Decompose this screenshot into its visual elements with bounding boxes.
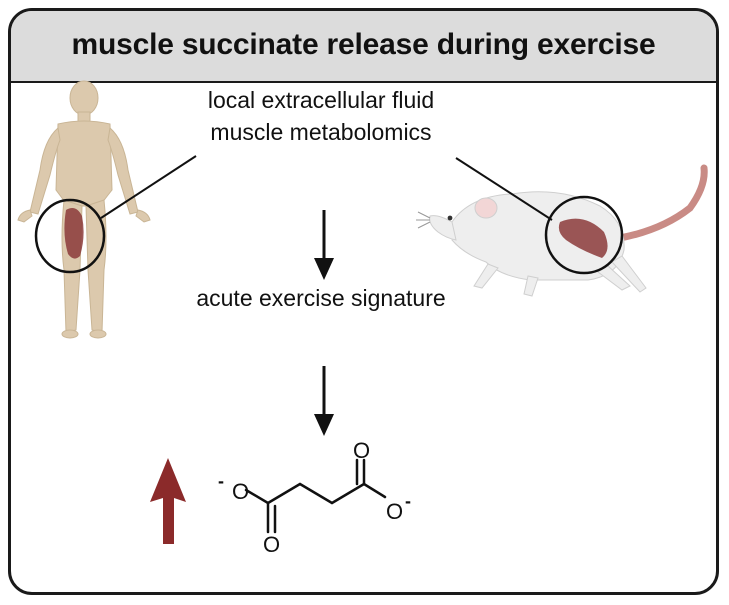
rat-icon bbox=[416, 157, 708, 297]
down-arrow-icon bbox=[314, 210, 334, 280]
charge-label: - bbox=[405, 491, 411, 511]
human-muscle-icon bbox=[64, 208, 84, 259]
step-metabolomics-text: local extracellular fluid muscle metabol… bbox=[207, 87, 435, 145]
succinate-molecule bbox=[244, 458, 387, 534]
figure-panel: muscle succinate release during exercise bbox=[8, 8, 719, 595]
oxygen-label: O bbox=[386, 499, 403, 524]
panel-title: muscle succinate release during exercise bbox=[71, 28, 656, 61]
down-arrow-icon bbox=[314, 366, 334, 436]
rat-muscle-icon bbox=[558, 218, 608, 258]
step-exercise-signature-text: acute exercise signature bbox=[196, 285, 446, 311]
charge-label: - bbox=[218, 471, 224, 491]
oxygen-label: O bbox=[353, 438, 370, 463]
oxygen-label: O bbox=[232, 479, 249, 504]
oxygen-label: O bbox=[263, 532, 280, 557]
up-arrow-icon bbox=[150, 458, 186, 544]
header-bar: muscle succinate release during exercise bbox=[11, 11, 716, 83]
human-figure-icon bbox=[17, 80, 197, 339]
